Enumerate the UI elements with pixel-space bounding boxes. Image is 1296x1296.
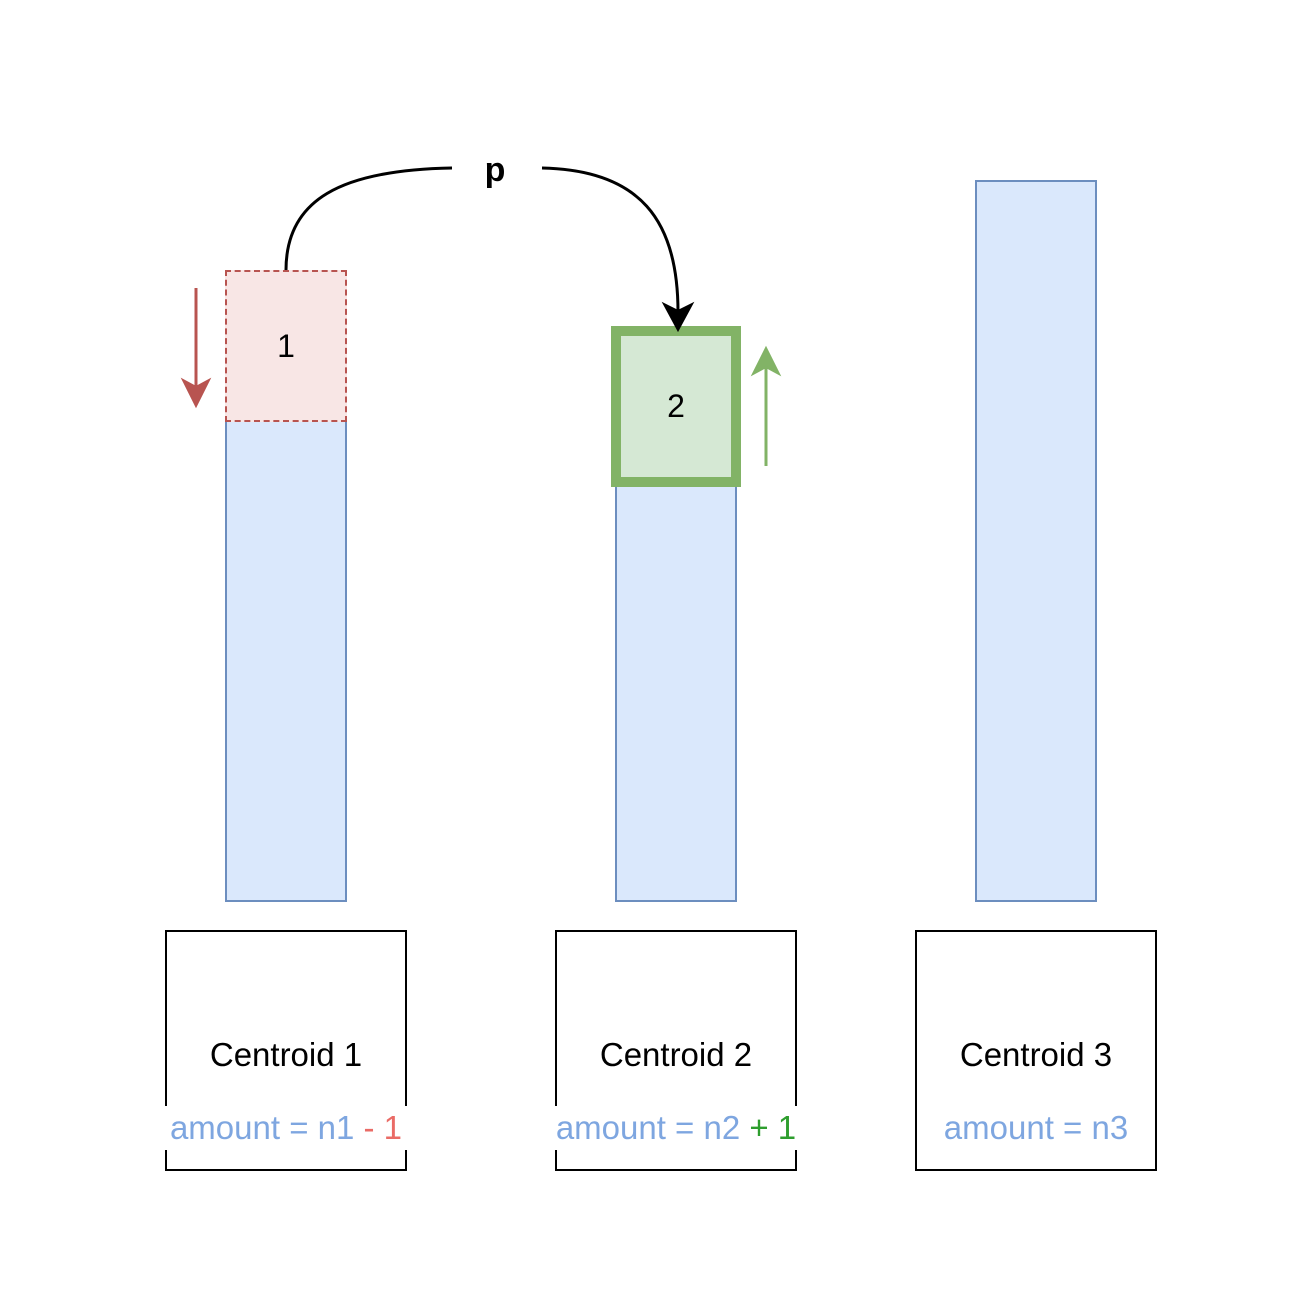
decrease-arrow-icon [180, 377, 212, 409]
added-point-label: 2 [667, 388, 685, 424]
centroid-2-amount: amount = n2 + 1 [545, 1106, 807, 1150]
centroid-2-bar [615, 480, 737, 902]
centroid-3-title: Centroid 3 [959, 1036, 1113, 1073]
centroid-2-title: Centroid 2 [599, 1036, 753, 1073]
centroid-1-amount-base: amount = n1 [169, 1109, 355, 1146]
centroid-1-title: Centroid 1 [209, 1036, 363, 1073]
centroid-3-box: Centroid 3 amount = n3 [915, 930, 1157, 1171]
increase-arrow-icon [750, 345, 782, 377]
centroid-1-amount: amount = n1 - 1 [155, 1106, 417, 1150]
added-point-box: 2 [611, 326, 741, 487]
removed-point-label: 1 [277, 327, 295, 364]
centroid-2-amount-delta: + 1 [740, 1109, 797, 1146]
centroid-2-box: Centroid 2 amount = n2 + 1 [545, 930, 807, 1171]
centroid-1-box: Centroid 1 amount = n1 - 1 [155, 930, 417, 1171]
centroid-2-amount-base: amount = n2 [555, 1109, 741, 1146]
centroid-3-amount: amount = n3 [919, 1106, 1153, 1150]
centroid-3-bar [975, 180, 1097, 902]
centroid-1-amount-delta: - 1 [354, 1109, 403, 1146]
removed-point-box: 1 [225, 270, 347, 422]
moving-point-label: p [484, 151, 506, 189]
transfer-curve-right [541, 166, 680, 313]
transfer-curve-left [284, 166, 453, 271]
centroid-1-bar [225, 420, 347, 902]
centroid-3-amount-base: amount = n3 [943, 1109, 1129, 1146]
transfer-arrowhead-icon [661, 301, 695, 333]
